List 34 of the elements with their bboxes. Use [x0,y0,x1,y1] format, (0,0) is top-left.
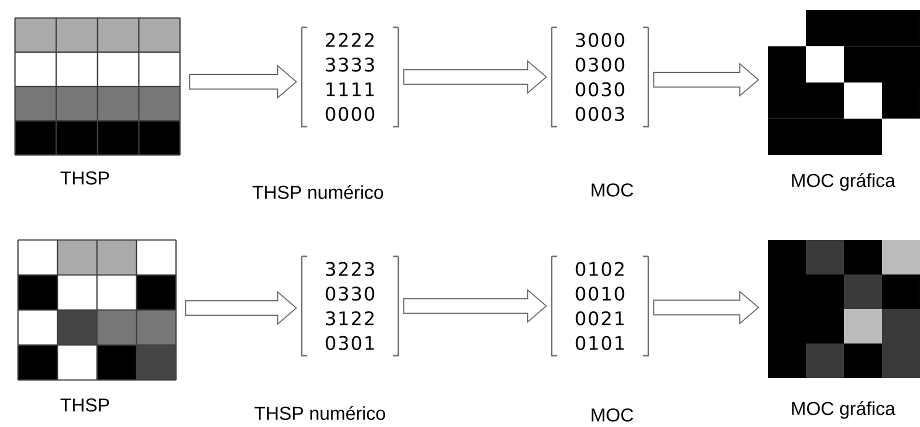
node-label: 3333 [326,58,374,72]
matrix: 3000 0300 0030 0003 [550,26,650,128]
node-label: 3122 [326,311,374,326]
node-label: 0003 [576,106,624,122]
grid-caption: THSP [60,171,109,185]
node-label: 0000 [326,106,374,122]
hollow-arrow [403,288,548,324]
node-label: 0030 [576,82,624,96]
node-label: 0102 [576,262,624,276]
node-label: 2222 [326,32,374,47]
node-label: 3223 [326,262,374,276]
matrix: 0102 0010 0021 0101 [550,256,650,356]
node-label: 0300 [576,58,624,72]
node-label: 0010 [576,286,624,301]
matrix-caption: THSP numérico [252,185,384,199]
hollow-arrow [185,290,298,326]
matrix-caption: THSP numérico [254,406,386,420]
grid-caption: MOC gráfica [792,173,896,191]
hollow-arrow [653,62,760,97]
matrix: 3223 0330 3122 0301 [300,256,400,356]
hollow-arrow [403,60,548,94]
matrix-caption: MOC [592,408,634,422]
node-label: 0301 [326,336,374,350]
grid-caption: THSP [60,398,109,412]
node-label: 0330 [326,286,374,301]
node-label: 0021 [576,311,624,326]
matrix: 2222 3333 1111 0000 [300,26,400,128]
node-label: 3000 [576,32,624,48]
node-label: 0101 [576,336,624,350]
matrix-caption: MOC [592,183,634,197]
grid-caption: MOC gráfica [792,401,896,419]
hollow-arrow [653,290,760,325]
hollow-arrow [189,64,298,99]
node-label: 1111 [326,82,374,96]
